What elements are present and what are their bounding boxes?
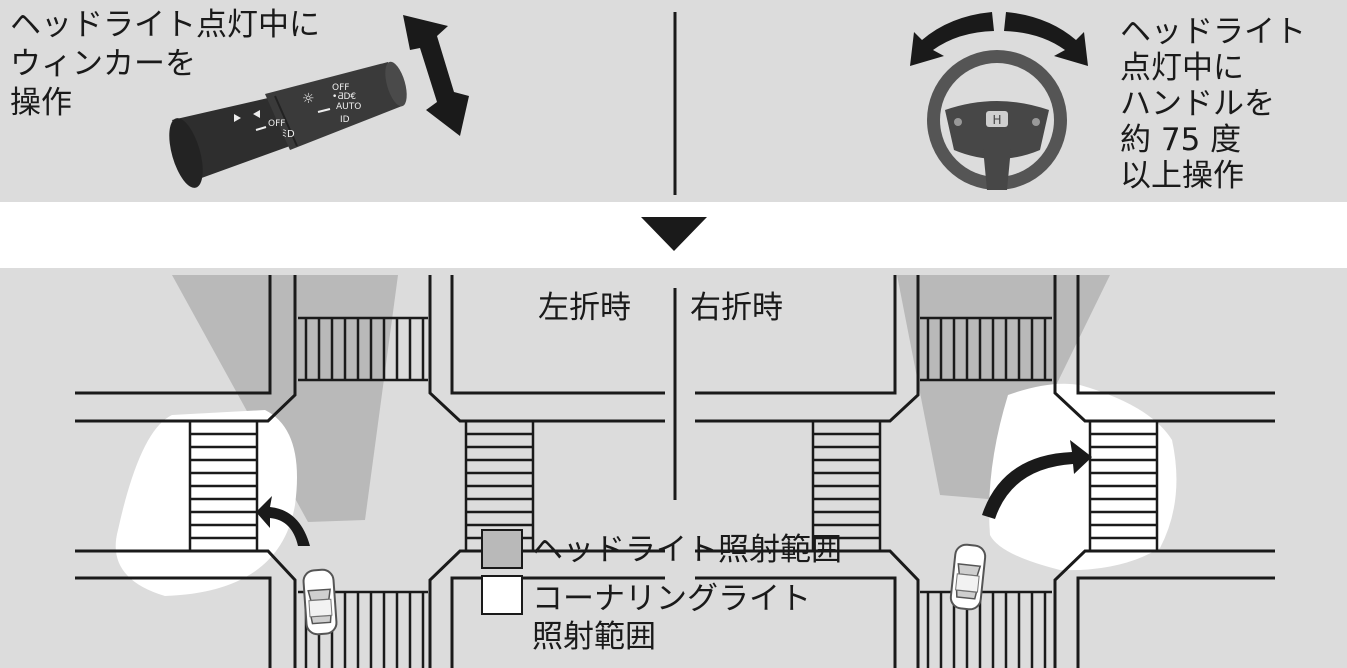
legend-headlight-label: ヘッドライト照射範囲	[532, 532, 842, 568]
steer-right-arrow-icon	[1004, 12, 1088, 66]
right-crosswalk-east	[1088, 421, 1159, 551]
stalk-up-down-arrow-icon	[403, 15, 469, 136]
right-turn-label: 右折時	[690, 290, 783, 326]
left-crosswalk-west	[188, 421, 259, 551]
parking-light-icon: •ƋD€	[332, 92, 356, 102]
right-instruction-text: ヘッドライト 点灯中に ハンドルを 約 75 度 以上操作	[1120, 14, 1306, 194]
right-turn-arrow-icon	[982, 440, 1092, 519]
svg-text:ﾐD: ﾐD	[282, 129, 295, 140]
right-car-icon	[948, 542, 988, 612]
stalk-light-off-label: OFF	[332, 83, 349, 93]
steering-wheel-illustration: H	[927, 50, 1067, 190]
left-turn-label: 左折時	[538, 290, 631, 326]
stalk-turn-off-label: OFF	[268, 119, 285, 129]
left-instruction-text: ヘッドライト点灯中に ウィンカーを 操作	[10, 7, 320, 121]
right-crosswalk-west	[811, 421, 882, 551]
headlight-sun-icon: ☼	[302, 91, 315, 107]
steer-left-arrow-icon	[910, 12, 994, 66]
headlight-beam-icon: ID	[340, 115, 350, 125]
left-turn-arrow-icon	[256, 496, 310, 546]
svg-text:H: H	[992, 113, 1001, 127]
legend-cornering-label: コーナリングライト 照射範囲	[532, 581, 811, 655]
transition-down-triangle-icon	[641, 217, 707, 251]
right-headlight-beam	[897, 275, 1110, 500]
stalk-auto-label: AUTO	[336, 102, 361, 112]
turn-signal-stalk-illustration: OFF ﾐD ☼ OFF •ƋD€ AUTO ID	[169, 61, 407, 188]
right-turn-intersection	[695, 275, 1275, 668]
left-headlight-beam	[172, 275, 398, 522]
left-crosswalk-north	[298, 316, 428, 382]
left-turn-intersection	[75, 275, 665, 668]
legend-cornering-swatch	[481, 575, 523, 615]
left-crosswalk-east	[464, 421, 535, 551]
right-crosswalk-north	[920, 316, 1052, 382]
legend-headlight-swatch	[481, 529, 523, 569]
right-cornering-beam	[989, 383, 1177, 571]
left-car-icon	[301, 568, 339, 636]
